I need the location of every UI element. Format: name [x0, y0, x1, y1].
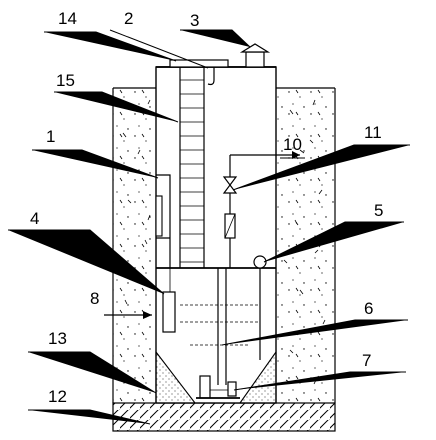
label-3: 3	[190, 11, 199, 30]
label-8: 8	[90, 289, 99, 308]
label-5: 5	[374, 201, 383, 220]
label-15: 15	[56, 71, 75, 90]
label-4: 4	[30, 209, 39, 228]
label-13: 13	[48, 329, 67, 348]
label-1: 1	[46, 127, 55, 146]
label-14: 14	[58, 9, 77, 28]
discharge-riser	[222, 151, 300, 268]
label-11: 11	[364, 123, 382, 142]
submersible-pump	[196, 375, 240, 399]
label-6: 6	[364, 299, 373, 318]
top-hatch	[169, 59, 229, 68]
label-12: 12	[48, 387, 67, 406]
vent-cap	[239, 43, 271, 68]
foundation-slab	[112, 402, 336, 432]
liquid-levels	[180, 304, 260, 346]
ladder	[179, 67, 205, 268]
control-bracket	[155, 174, 171, 268]
label-2: 2	[124, 9, 133, 28]
inlet-arrow	[104, 311, 152, 319]
leader-lines	[8, 29, 410, 425]
float-switch	[162, 268, 176, 333]
pump-riser	[217, 268, 227, 385]
label-10: 10	[283, 135, 302, 154]
cone-fill	[155, 350, 197, 404]
label-7: 7	[362, 351, 371, 370]
lifting-hook	[207, 67, 215, 86]
cone-fill-right	[238, 350, 277, 404]
tank-body	[155, 66, 277, 404]
